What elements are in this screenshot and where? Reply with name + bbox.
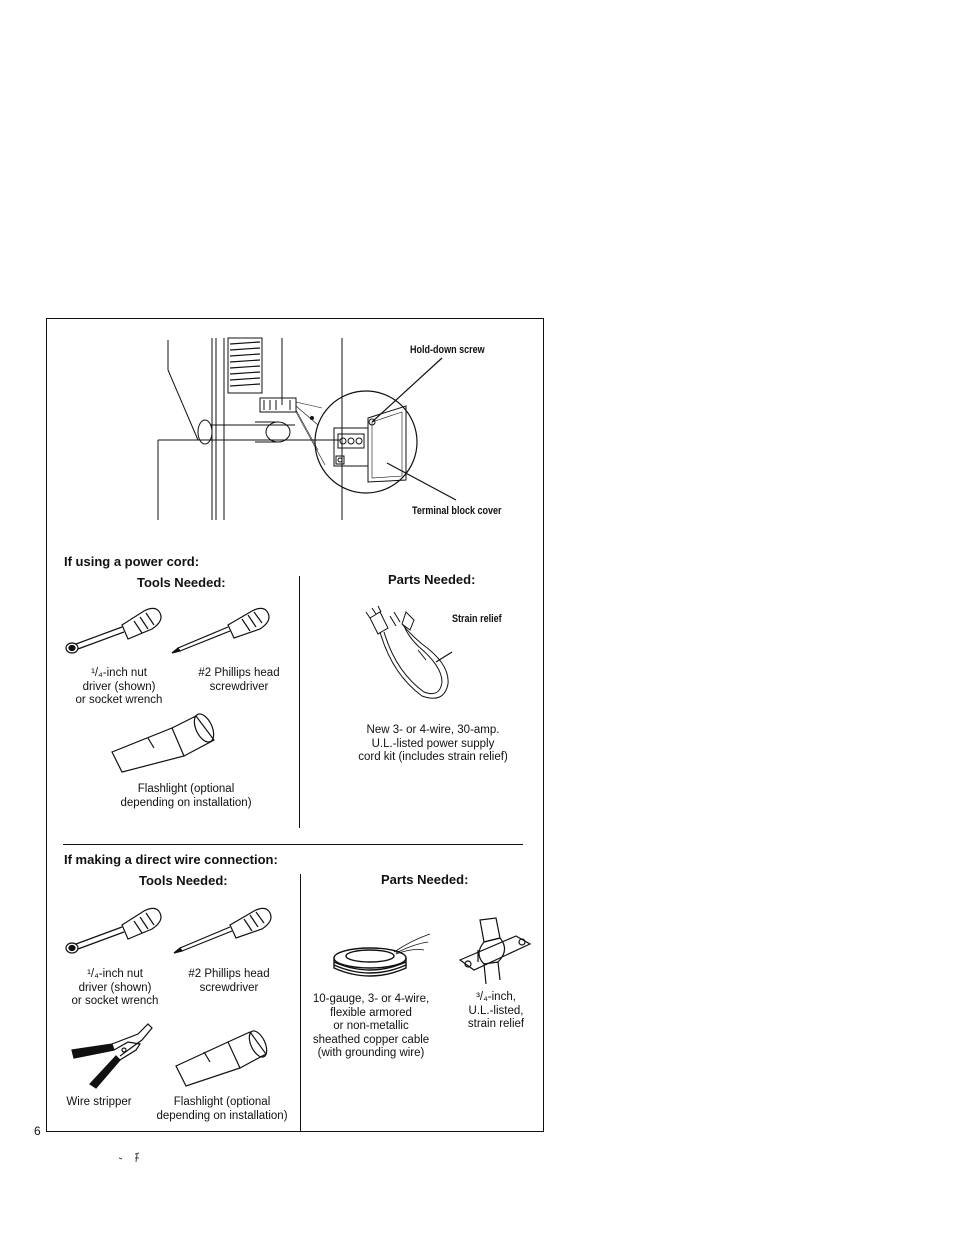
dryer-terminal-diagram [157, 337, 457, 520]
phillips-caption: #2 Phillips head screwdriver [198, 667, 280, 693]
cable-caption: 10-gauge, 3- or 4-wire, flexible armored… [312, 993, 430, 1059]
direct-wire-heading: If making a direct wire connection: [64, 852, 278, 867]
strain-relief-caption: ³/₄-inch, U.L.-listed, strain relief [467, 991, 525, 1030]
flashlight-caption: Flashlight (optional depending on instal… [120, 783, 252, 809]
phillips-caption-2: #2 Phillips head screwdriver [188, 968, 270, 994]
wire-stripper-caption: Wire stripper [66, 1096, 132, 1108]
power-cord-kit-icon [365, 605, 453, 699]
flashlight-icon [111, 713, 215, 773]
section-divider-2 [300, 874, 301, 1132]
phillips-screwdriver-icon [171, 607, 270, 654]
power-cord-parts-heading: Parts Needed: [388, 572, 476, 587]
terminal-block-cover-label: Terminal block cover [412, 505, 502, 517]
page-number: 6 [34, 1124, 41, 1138]
direct-wire-tools-heading: Tools Needed: [139, 873, 228, 888]
phillips-screwdriver-icon [173, 907, 272, 954]
coiled-cable-icon [333, 933, 431, 977]
power-cord-tools-heading: Tools Needed: [137, 575, 226, 590]
nut-driver-icon [65, 607, 162, 654]
strain-relief-label: Strain relief [452, 613, 502, 625]
power-cord-heading: If using a power cord: [64, 554, 200, 569]
cord-kit-caption: New 3- or 4-wire, 30-amp. U.L.-listed po… [358, 724, 508, 763]
flashlight-icon [175, 1030, 268, 1087]
direct-wire-parts-heading: Parts Needed: [381, 872, 469, 887]
section-divider [299, 576, 300, 828]
nut-driver-icon [65, 907, 162, 954]
instruction-panel [46, 318, 544, 1132]
section-separator [63, 844, 523, 845]
strain-relief-bracket-icon [458, 917, 532, 985]
nut-driver-caption: ¹/₄-inch nut driver (shown) or socket wr… [75, 667, 163, 706]
flashlight-caption-2: Flashlight (optional depending on instal… [156, 1096, 288, 1122]
scan-mark [118, 1152, 140, 1163]
hold-down-screw-label: Hold-down screw [410, 344, 485, 356]
nut-driver-caption-2: ¹/₄-inch nut driver (shown) or socket wr… [71, 968, 159, 1007]
wire-stripper-icon [71, 1023, 153, 1089]
